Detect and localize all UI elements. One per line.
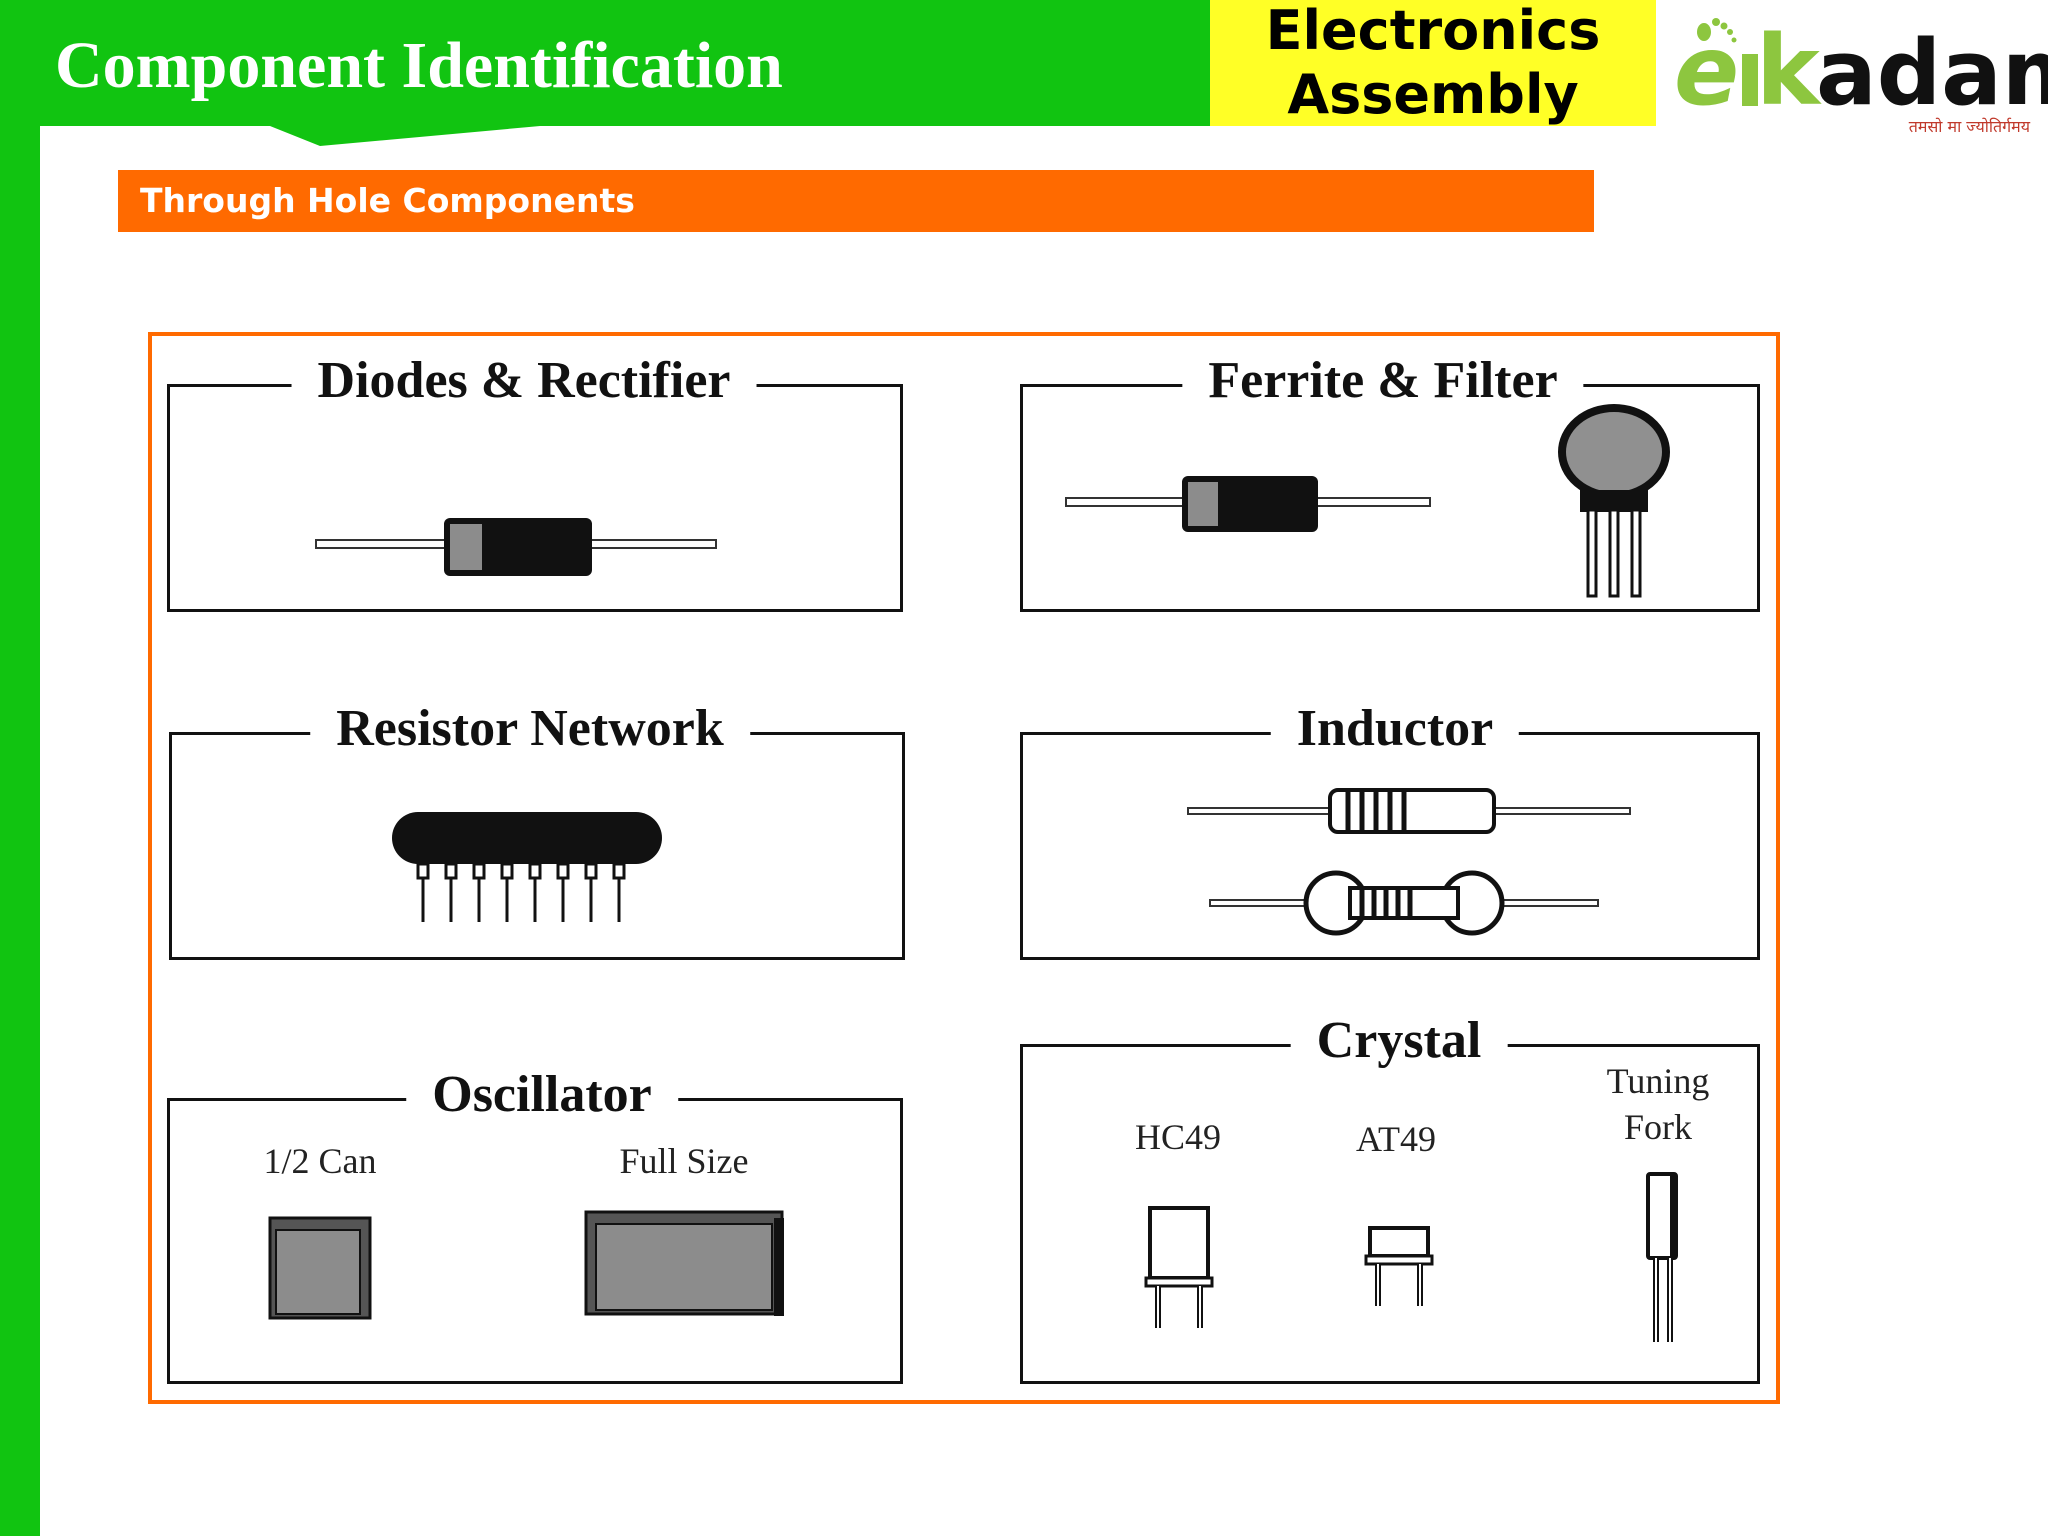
oscillator-full-size-illustration — [584, 1210, 784, 1316]
inductor-axial-illustration — [1187, 788, 1631, 834]
header-notch — [40, 126, 1210, 146]
ferrite-bead-illustration — [1065, 476, 1431, 532]
crystal-tuning-fork-label: Tuning Fork — [1606, 1061, 1710, 1147]
crystal-at49-illustration — [1364, 1226, 1434, 1306]
diode-illustration — [315, 518, 717, 576]
svg-text:adam: adam — [1816, 21, 2048, 126]
ferrite-title: Ferrite & Filter — [1182, 349, 1584, 413]
crystal-hc49-illustration — [1144, 1206, 1214, 1328]
brand-box: Electronics Assembly — [1210, 0, 1656, 126]
page-title: Component Identification — [55, 29, 783, 102]
ekadam-logo: e k adam तमसो मा ज्योतिर्गमय — [1674, 15, 2048, 136]
crystal-title: Crystal — [1290, 1009, 1508, 1073]
section-heading: Through Hole Components — [118, 170, 1594, 232]
inductor-box: Inductor — [1020, 697, 1760, 960]
brand-line-2: Assembly — [1287, 63, 1579, 126]
oscillator-full-size-label: Full Size — [619, 1141, 749, 1181]
oscillator-title: Oscillator — [406, 1063, 678, 1127]
inductor-title: Inductor — [1270, 697, 1520, 761]
disc-filter-illustration — [1558, 404, 1670, 598]
resistor-network-title: Resistor Network — [310, 697, 750, 761]
crystal-hc49-label: HC49 — [1134, 1117, 1222, 1157]
resistor-network-box: Resistor Network — [169, 697, 905, 960]
crystal-box: Crystal — [1020, 1009, 1760, 1384]
header-bar — [0, 0, 1210, 126]
crystal-at49-label: AT49 — [1356, 1119, 1436, 1159]
oscillator-half-can-label: 1/2 Can — [263, 1141, 377, 1181]
inductor-dogbone-illustration — [1209, 870, 1599, 936]
components-panel — [148, 332, 1780, 1404]
resistor-network-illustration — [392, 812, 662, 922]
diodes-title: Diodes & Rectifier — [291, 349, 757, 413]
left-accent-bar — [0, 0, 40, 1536]
logo-tagline: तमसो मा ज्योतिर्गमय — [1909, 117, 2031, 136]
crystal-tuning-fork-illustration — [1646, 1172, 1678, 1342]
brand-line-1: Electronics — [1265, 0, 1601, 62]
svg-text:e: e — [1674, 15, 1739, 127]
oscillator-half-can-illustration — [268, 1216, 372, 1320]
svg-text:k: k — [1756, 15, 1822, 127]
